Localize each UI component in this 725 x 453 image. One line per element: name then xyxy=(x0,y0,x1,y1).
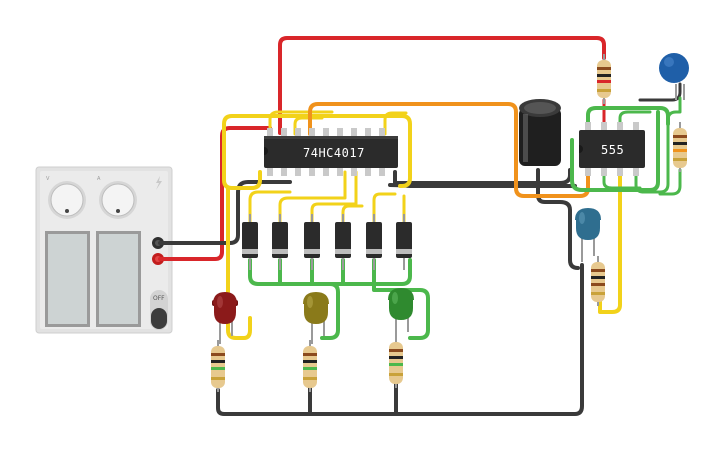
lightning-icon xyxy=(156,176,162,190)
resistor[interactable] xyxy=(597,54,611,104)
wire-black-bus[interactable] xyxy=(393,168,572,185)
counter-ic[interactable]: 74HC4017 xyxy=(264,128,398,176)
power-supply[interactable]: V A OFF xyxy=(35,166,173,334)
diode[interactable] xyxy=(242,214,258,270)
resistor[interactable] xyxy=(303,340,317,392)
ceramic-capacitor[interactable] xyxy=(659,53,689,100)
resistor[interactable] xyxy=(389,336,403,388)
led-red[interactable] xyxy=(212,292,238,344)
leds xyxy=(212,208,601,344)
wire-yellow-led-red[interactable] xyxy=(226,186,252,340)
diode[interactable] xyxy=(272,214,288,270)
wire-orange[interactable] xyxy=(308,102,590,198)
electrolytic-capacitor[interactable] xyxy=(519,99,561,166)
wire-black-supply[interactable] xyxy=(158,180,292,245)
led-green[interactable] xyxy=(388,288,414,340)
counter-ic-label: 74HC4017 xyxy=(303,146,365,160)
wires xyxy=(158,36,682,416)
led-blue[interactable] xyxy=(575,208,601,262)
timer-ic-label: 555 xyxy=(601,143,624,157)
diode[interactable] xyxy=(335,214,351,270)
diode[interactable] xyxy=(304,214,320,270)
diode[interactable] xyxy=(366,214,382,270)
resistor[interactable] xyxy=(673,122,687,172)
resistors xyxy=(211,54,687,392)
diode[interactable] xyxy=(396,214,412,270)
wire-black-bottom[interactable] xyxy=(216,263,584,416)
wire-green-diodes[interactable] xyxy=(248,258,412,286)
resistor[interactable] xyxy=(591,256,605,306)
wire-red-top[interactable] xyxy=(278,36,606,135)
wire-yellow-555-out[interactable] xyxy=(598,173,622,314)
power-switch-label: OFF xyxy=(153,295,165,302)
resistor[interactable] xyxy=(211,340,225,392)
wire-yellow-chip-loop[interactable] xyxy=(222,114,412,190)
timer-ic[interactable]: 555 xyxy=(579,122,645,176)
current-knob-label: A xyxy=(97,176,101,182)
current-knob[interactable] xyxy=(99,181,137,219)
wire-green-555[interactable] xyxy=(586,106,670,126)
voltage-knob-label: V xyxy=(46,176,50,182)
voltage-knob[interactable] xyxy=(48,181,86,219)
diodes xyxy=(242,214,412,270)
led-olive[interactable] xyxy=(303,292,329,344)
power-switch[interactable]: OFF xyxy=(150,290,168,330)
